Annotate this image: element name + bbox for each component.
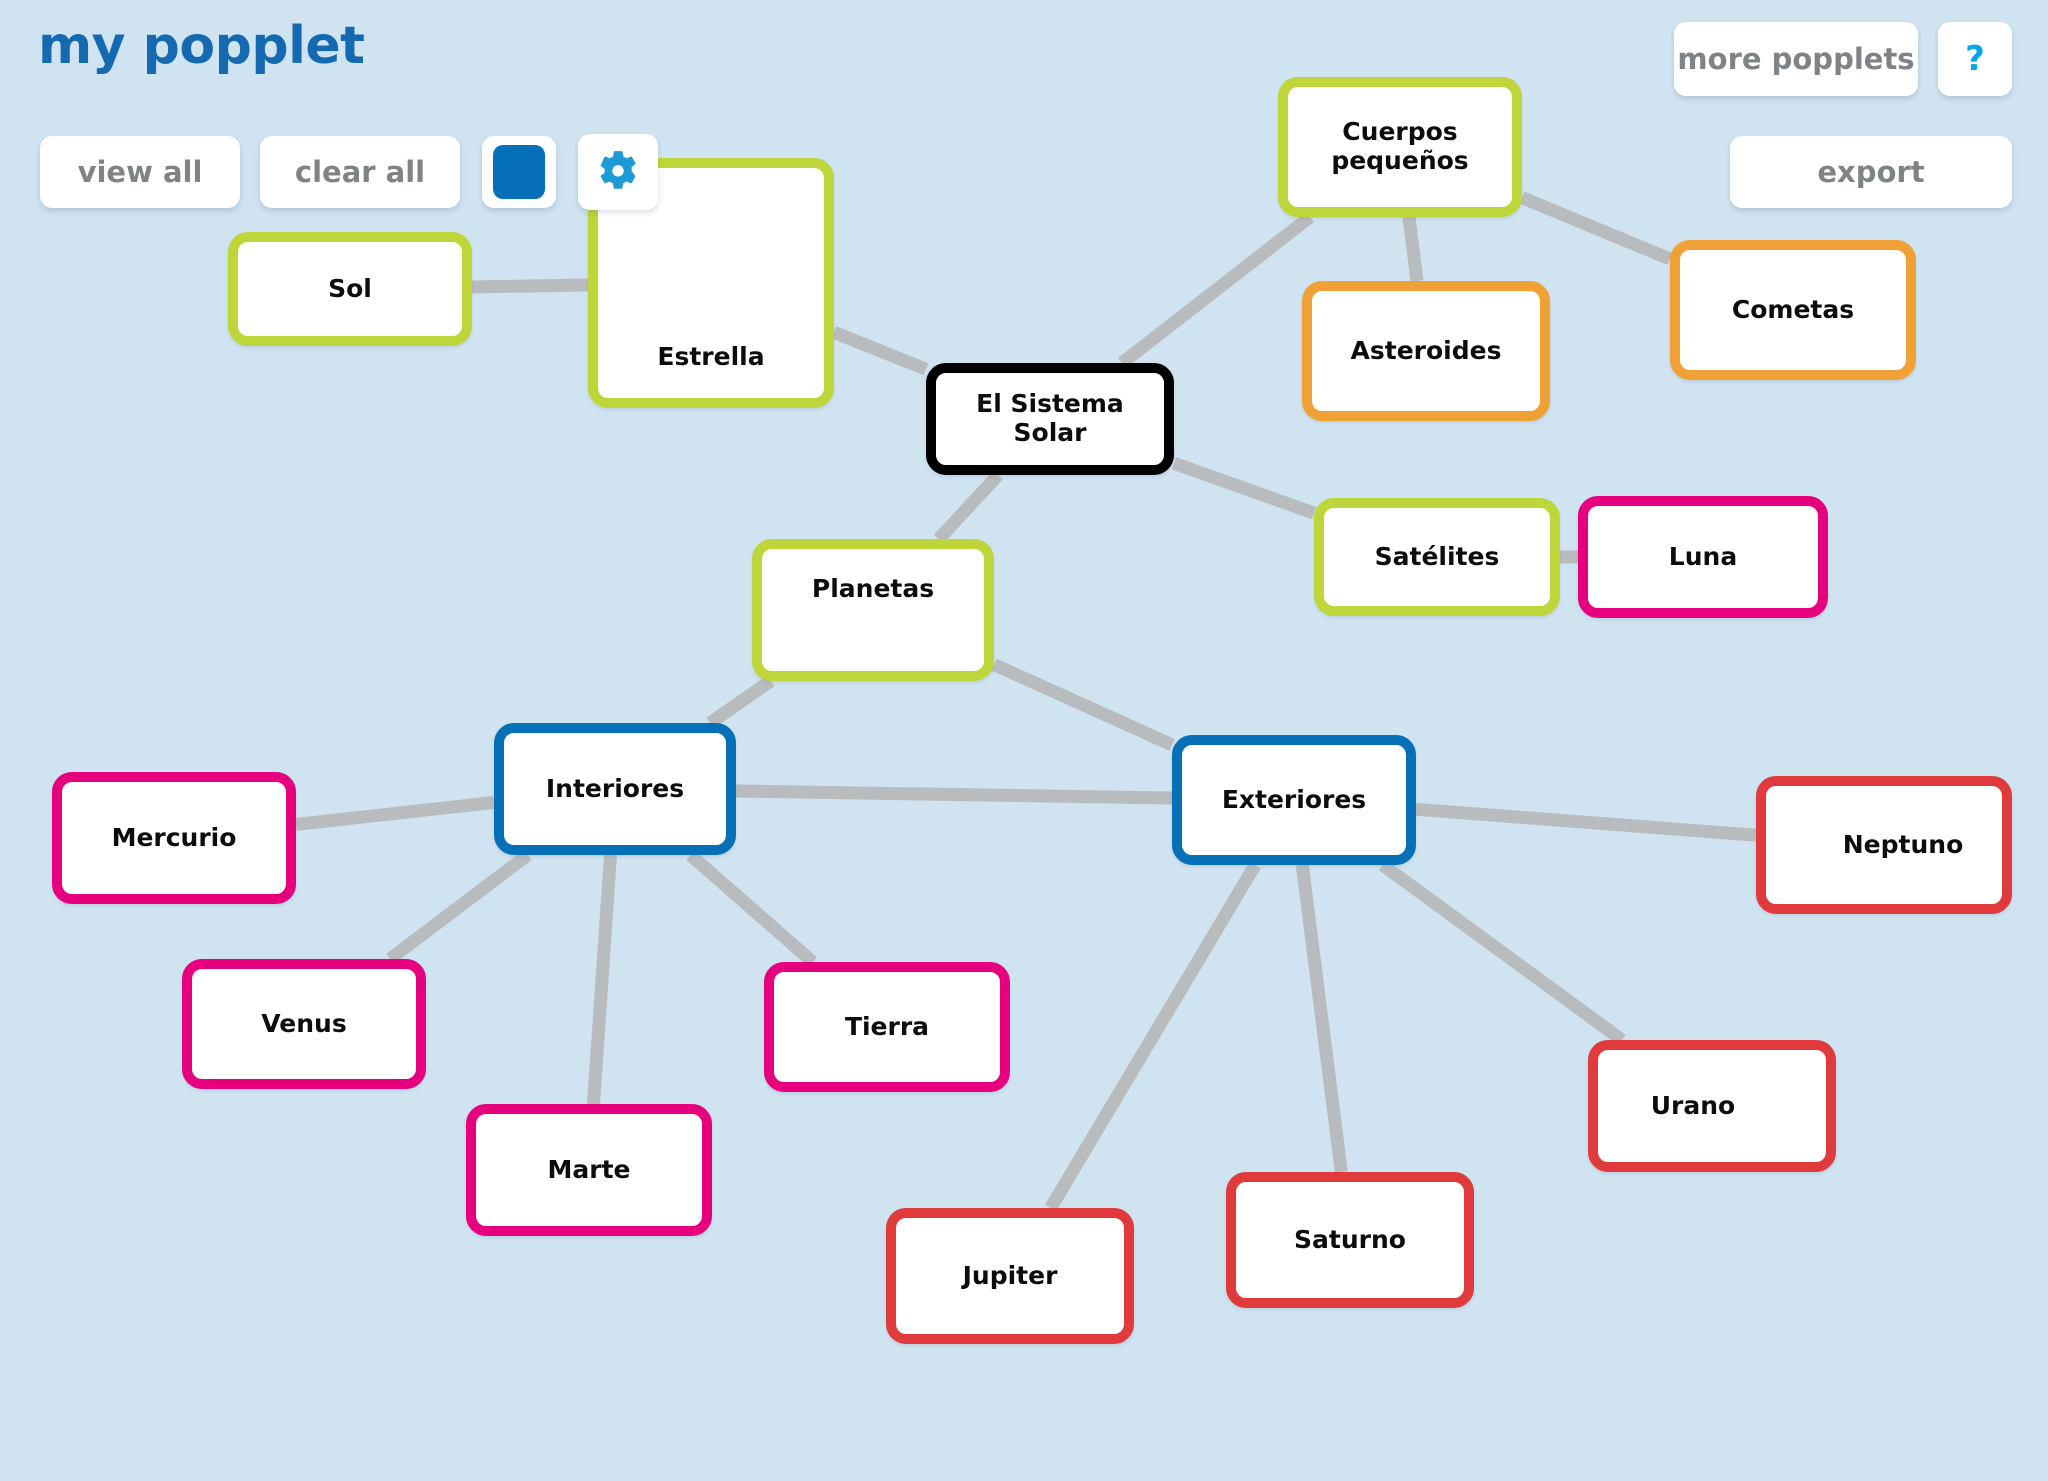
popplet-node-label: El Sistema Solar xyxy=(976,389,1124,447)
popplet-node-label: Planetas xyxy=(811,574,935,603)
connector-sistema-cuerpos xyxy=(1118,211,1314,369)
connector-interiores-exteriores xyxy=(735,784,1173,805)
more-popplets-button[interactable]: more popplets xyxy=(1674,22,1918,96)
popplet-node-planetas[interactable]: Planetas xyxy=(752,539,994,681)
popplet-node-label: Venus xyxy=(261,1008,347,1038)
help-button[interactable]: ? xyxy=(1938,22,2012,96)
color-swatch-button[interactable] xyxy=(482,136,556,208)
gear-icon xyxy=(596,147,640,198)
connector-planetas-exteriores xyxy=(991,658,1175,751)
settings-button[interactable] xyxy=(578,134,658,210)
popplet-node-label: Estrella xyxy=(657,342,765,372)
popplet-node-label: Urano xyxy=(1650,1090,1736,1120)
connector-estrella-sistema xyxy=(831,326,929,376)
popplet-node-label: Cuerpos pequeños xyxy=(1331,117,1469,175)
connector-exteriores-neptuno xyxy=(1415,802,1757,842)
popplet-node-sistema[interactable]: El Sistema Solar xyxy=(926,363,1174,475)
more-popplets-label: more popplets xyxy=(1677,42,1915,76)
popplet-node-luna[interactable]: Luna xyxy=(1578,496,1828,618)
popplet-node-cuerpos[interactable]: Cuerpos pequeños xyxy=(1278,77,1522,217)
view-all-label: view all xyxy=(77,155,203,189)
popplet-node-satelites[interactable]: Satélites xyxy=(1314,498,1560,616)
popplet-node-label: Mercurio xyxy=(111,822,237,852)
clear-all-button[interactable]: clear all xyxy=(260,136,460,208)
popplet-node-jupiter[interactable]: Jupiter xyxy=(886,1208,1134,1344)
popplet-node-saturno[interactable]: Saturno xyxy=(1226,1172,1474,1308)
popplet-node-sol[interactable]: Sol xyxy=(228,232,472,346)
export-button[interactable]: export xyxy=(1730,136,2012,208)
popplet-node-label: Exteriores xyxy=(1221,784,1367,814)
app-title: my popplet xyxy=(38,16,365,76)
popplet-node-cometas[interactable]: Cometas xyxy=(1670,240,1916,380)
popplet-node-label: Marte xyxy=(547,1154,631,1184)
connector-interiores-venus xyxy=(386,849,532,965)
popplet-node-label: Neptuno xyxy=(1842,829,1964,859)
popplet-node-neptuno[interactable]: Neptuno xyxy=(1756,776,2012,914)
export-label: export xyxy=(1817,155,1925,189)
connector-sistema-planetas xyxy=(934,470,1003,544)
connector-exteriores-jupiter xyxy=(1044,861,1261,1212)
connector-exteriores-urano xyxy=(1378,859,1626,1046)
connector-sistema-satelites xyxy=(1171,457,1317,520)
popplet-node-label: Sol xyxy=(328,273,372,303)
popplet-node-label: Luna xyxy=(1668,541,1738,571)
question-mark-icon: ? xyxy=(1965,39,1985,79)
popplet-node-exteriores[interactable]: Exteriores xyxy=(1172,735,1416,865)
connector-interiores-marte xyxy=(587,854,617,1105)
popplet-node-mercurio[interactable]: Mercurio xyxy=(52,772,296,904)
connector-interiores-mercurio xyxy=(295,795,495,831)
connector-sol-estrella xyxy=(471,278,589,294)
clear-all-label: clear all xyxy=(294,155,426,189)
popplet-node-urano[interactable]: Urano xyxy=(1588,1040,1836,1172)
popplet-node-venus[interactable]: Venus xyxy=(182,959,426,1089)
connector-exteriores-saturno xyxy=(1295,864,1348,1173)
connector-planetas-interiores xyxy=(706,675,775,729)
popplet-node-label: Tierra xyxy=(844,1011,930,1041)
popplet-node-label: Asteroides xyxy=(1350,335,1502,365)
popplet-node-label: Cometas xyxy=(1731,294,1855,324)
popplet-node-asteroides[interactable]: Asteroides xyxy=(1302,281,1550,421)
connector-cuerpos-cometas xyxy=(1519,191,1673,265)
popplet-node-interiores[interactable]: Interiores xyxy=(494,723,736,855)
popplet-node-marte[interactable]: Marte xyxy=(466,1104,712,1236)
popplet-node-label: Jupiter xyxy=(962,1260,1058,1290)
connector-cuerpos-asteroides xyxy=(1402,216,1424,282)
view-all-button[interactable]: view all xyxy=(40,136,240,208)
popplet-node-label: Interiores xyxy=(545,773,685,803)
popplet-node-label: Satélites xyxy=(1374,541,1500,571)
connector-interiores-tierra xyxy=(686,850,817,967)
color-swatch-icon xyxy=(493,145,545,199)
popplet-node-estrella[interactable]: Estrella xyxy=(588,158,834,408)
popplet-node-tierra[interactable]: Tierra xyxy=(764,962,1010,1092)
popplet-node-label: Saturno xyxy=(1294,1224,1406,1254)
